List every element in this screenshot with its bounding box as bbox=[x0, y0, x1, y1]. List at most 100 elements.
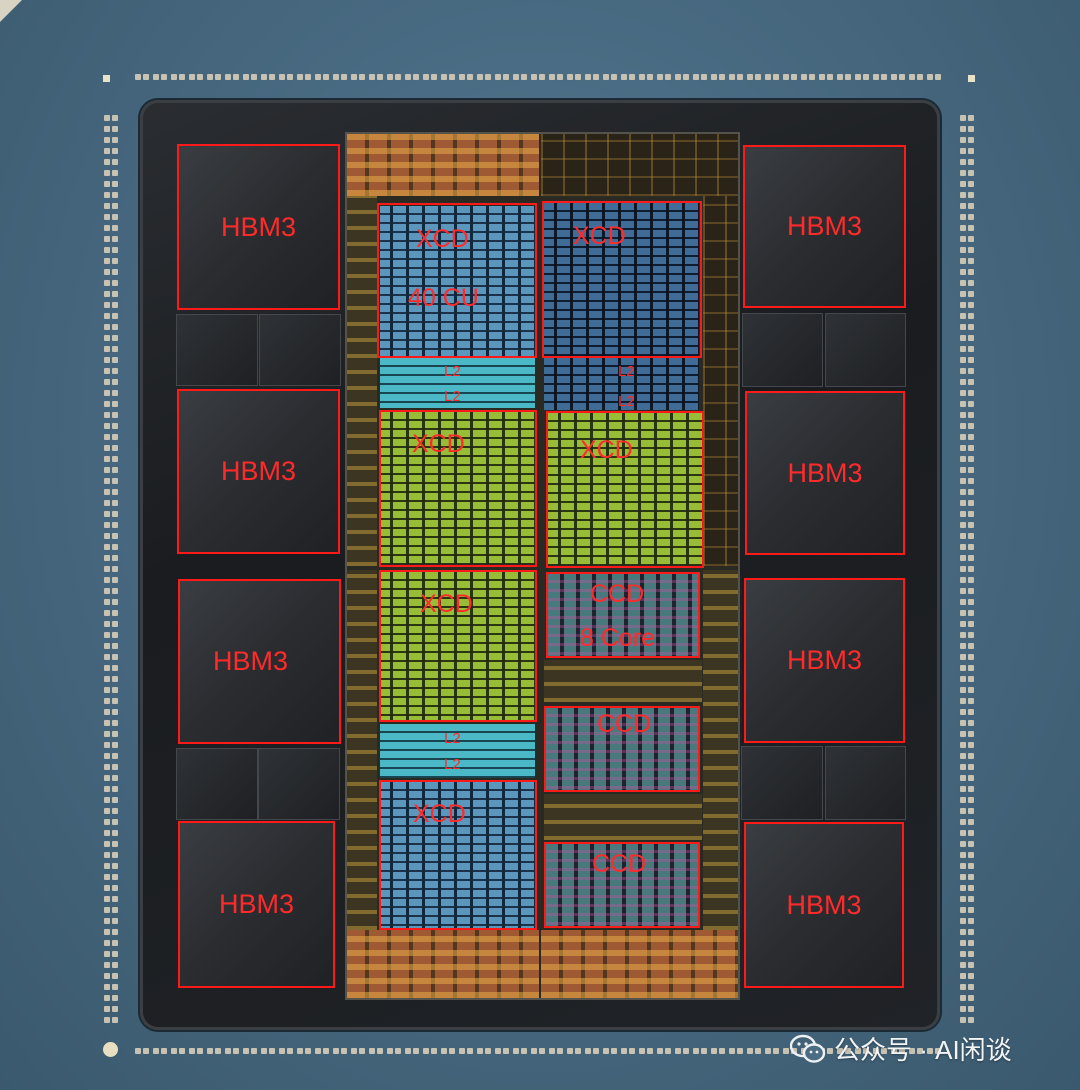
contact-pad bbox=[331, 1047, 349, 1055]
hbm3-label: HBM3 bbox=[220, 456, 296, 486]
contact-pad bbox=[100, 123, 122, 134]
contact-pad bbox=[907, 73, 925, 81]
contact-pad bbox=[295, 73, 313, 81]
contact-pad bbox=[349, 1047, 367, 1055]
contact-pad bbox=[781, 73, 799, 81]
xcd-box bbox=[379, 570, 537, 722]
contact-pad bbox=[956, 816, 978, 827]
contact-pad bbox=[385, 1047, 403, 1055]
hbm3-box: HBM3 bbox=[744, 822, 904, 988]
substrate-corner bbox=[0, 0, 22, 22]
io-die-edge bbox=[703, 570, 738, 930]
contact-pad bbox=[956, 915, 978, 926]
contact-pad bbox=[583, 73, 601, 81]
contact-pad bbox=[385, 73, 403, 81]
io-die-edge bbox=[347, 570, 377, 930]
structural-silicon bbox=[825, 313, 906, 387]
contact-pad bbox=[956, 904, 978, 915]
contact-pad bbox=[691, 1047, 709, 1055]
contact-pad bbox=[956, 255, 978, 266]
l2-label: L2 bbox=[618, 363, 635, 380]
contact-pad bbox=[956, 838, 978, 849]
contact-pad bbox=[956, 508, 978, 519]
contact-pad bbox=[100, 288, 122, 299]
contact-pad bbox=[100, 805, 122, 816]
contact-pad bbox=[799, 73, 817, 81]
contact-pad bbox=[601, 73, 619, 81]
contact-pad bbox=[956, 651, 978, 662]
io-die-region bbox=[347, 930, 539, 998]
contact-pad bbox=[331, 73, 349, 81]
contact-pad bbox=[100, 904, 122, 915]
contact-pad bbox=[907, 1047, 925, 1055]
contact-pad bbox=[295, 1047, 313, 1055]
xcd-box bbox=[379, 410, 537, 567]
contact-pad bbox=[925, 1047, 943, 1055]
contact-pad bbox=[956, 739, 978, 750]
contact-pad bbox=[763, 1047, 781, 1055]
contact-pad bbox=[956, 552, 978, 563]
contact-pad bbox=[956, 321, 978, 332]
contact-pad bbox=[619, 73, 637, 81]
contact-pad bbox=[100, 354, 122, 365]
contact-pad bbox=[583, 1047, 601, 1055]
pin-column-left bbox=[100, 112, 122, 1025]
contact-pad bbox=[100, 651, 122, 662]
contact-pad bbox=[673, 1047, 691, 1055]
contact-pad bbox=[529, 73, 547, 81]
xcd-label: XCD bbox=[573, 222, 626, 250]
contact-pad bbox=[100, 156, 122, 167]
pin-row-top bbox=[133, 73, 943, 81]
structural-silicon bbox=[742, 313, 823, 387]
contact-pad bbox=[835, 1047, 853, 1055]
contact-pad bbox=[421, 1047, 439, 1055]
contact-pad bbox=[565, 73, 583, 81]
contact-pad bbox=[727, 73, 745, 81]
contact-pad bbox=[100, 563, 122, 574]
contact-pad bbox=[956, 728, 978, 739]
contact-pad bbox=[100, 772, 122, 783]
contact-pad bbox=[100, 717, 122, 728]
contact-pad bbox=[100, 849, 122, 860]
contact-pad bbox=[956, 684, 978, 695]
contact-pad bbox=[205, 1047, 223, 1055]
contact-pad bbox=[100, 761, 122, 772]
hbm3-box: HBM3 bbox=[745, 391, 905, 555]
contact-pad bbox=[956, 695, 978, 706]
contact-pad bbox=[100, 596, 122, 607]
contact-pad bbox=[100, 398, 122, 409]
contact-pad bbox=[457, 1047, 475, 1055]
hbm-stack bbox=[745, 579, 905, 743]
contact-pad bbox=[100, 222, 122, 233]
contact-pad bbox=[100, 178, 122, 189]
contact-pad bbox=[956, 431, 978, 442]
contact-pad bbox=[956, 376, 978, 387]
contact-pad bbox=[277, 73, 295, 81]
xcd-box bbox=[379, 780, 537, 930]
contact-pad bbox=[100, 783, 122, 794]
contact-pad bbox=[727, 1047, 745, 1055]
contact-pad bbox=[100, 332, 122, 343]
ccd-die bbox=[548, 574, 698, 656]
contact-pad bbox=[100, 1003, 122, 1014]
contact-pad bbox=[817, 73, 835, 81]
contact-pad bbox=[100, 959, 122, 970]
contact-pad bbox=[100, 706, 122, 717]
contact-pad bbox=[100, 420, 122, 431]
ccd-label: CCD bbox=[597, 710, 652, 738]
contact-pad bbox=[956, 288, 978, 299]
contact-pad bbox=[956, 332, 978, 343]
cu-count-label: 40 CU bbox=[408, 284, 479, 312]
hbm3-box: HBM3 bbox=[178, 821, 335, 988]
contact-pad bbox=[100, 629, 122, 640]
contact-pad bbox=[956, 464, 978, 475]
contact-pad bbox=[956, 574, 978, 585]
contact-pad bbox=[100, 948, 122, 959]
contact-pad bbox=[655, 73, 673, 81]
l2-label: L2 bbox=[618, 393, 635, 410]
io-die-region bbox=[541, 930, 738, 998]
contact-pad bbox=[100, 486, 122, 497]
contact-pad bbox=[956, 706, 978, 717]
contact-pad bbox=[529, 1047, 547, 1055]
hbm3-box: HBM3 bbox=[177, 144, 340, 310]
